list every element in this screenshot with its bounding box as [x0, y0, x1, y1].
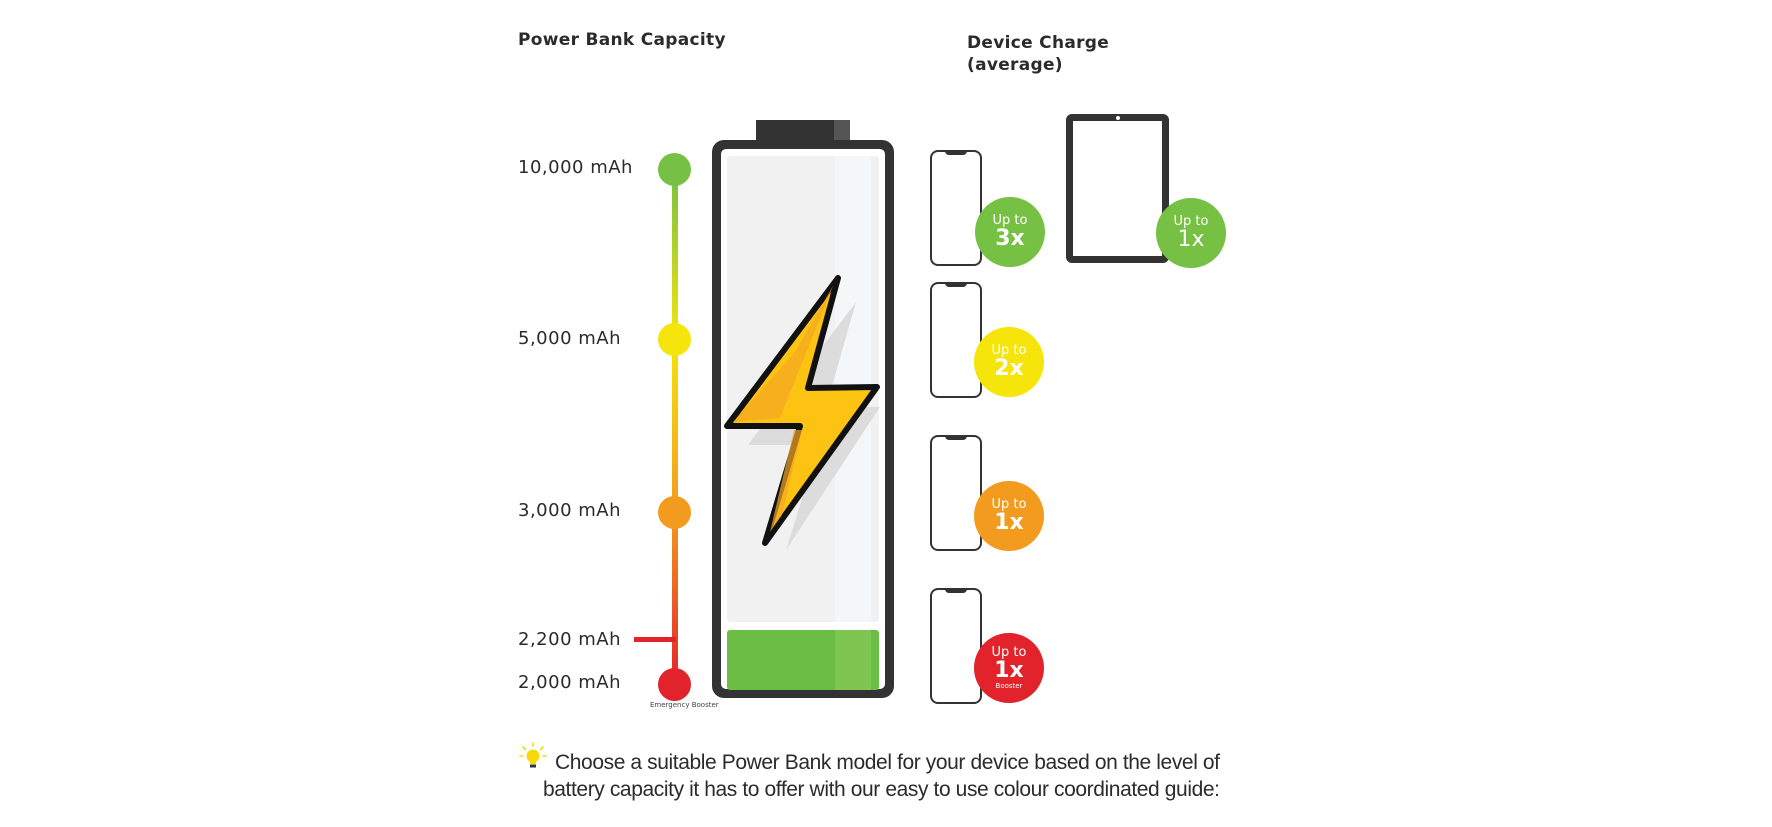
device-charge-heading: Device Charge (average)	[967, 32, 1109, 76]
badge-multiplier: 1x	[994, 657, 1024, 683]
note-line-1: Choose a suitable Power Bank model for y…	[555, 751, 1220, 774]
phone-icon	[930, 282, 982, 398]
badge-multiplier: 1x	[1177, 227, 1205, 252]
phone-icon	[930, 150, 982, 266]
lightning-bolt-icon	[724, 275, 880, 550]
capacity-label-2000: 2,000 mAh	[518, 672, 622, 693]
emergency-booster-label: Emergency Booster	[650, 701, 719, 709]
battery-charge-fill	[727, 630, 879, 690]
badge-multiplier: 2x	[994, 356, 1024, 381]
badge-booster-text: Booster	[995, 681, 1023, 690]
device-charge-heading-line2: (average)	[967, 55, 1063, 75]
badge-multiplier: 1x	[994, 510, 1024, 535]
capacity-label-5000: 5,000 mAh	[518, 328, 622, 349]
lightbulb-icon	[519, 742, 547, 768]
capacity-dot-5000	[658, 323, 691, 356]
device-charge-heading-line1: Device Charge	[967, 33, 1110, 53]
badge-upto-text: Up to	[1173, 214, 1209, 229]
capacity-dot-3000	[658, 496, 691, 529]
tablet-icon	[1066, 114, 1169, 263]
charge-badge-2x: Up to 2x	[974, 327, 1044, 397]
phone-icon	[930, 588, 982, 704]
capacity-label-3000: 3,000 mAh	[518, 500, 622, 521]
charge-badge-tablet-1x: Up to 1x	[1156, 198, 1226, 268]
charge-badge-1x-booster: Up to 1x Booster	[974, 633, 1044, 703]
charge-badge-3x: Up to 3x	[975, 197, 1045, 267]
badge-multiplier: 3x	[995, 226, 1025, 251]
phone-icon	[930, 435, 982, 551]
capacity-dot-10000	[658, 153, 691, 186]
capacity-scale-line	[672, 170, 678, 685]
note-line-2: battery capacity it has to offer with ou…	[543, 778, 1220, 801]
charge-badge-1x-orange: Up to 1x	[974, 481, 1044, 551]
capacity-dot-2000	[658, 668, 691, 701]
capacity-tick-2200	[634, 637, 676, 642]
capacity-label-10000: 10,000 mAh	[518, 157, 633, 178]
badge-upto-text: Up to	[991, 497, 1027, 512]
badge-upto-text: Up to	[992, 213, 1028, 228]
capacity-label-2200: 2,200 mAh	[518, 629, 622, 650]
capacity-heading: Power Bank Capacity	[518, 30, 726, 50]
badge-upto-text: Up to	[991, 644, 1027, 660]
badge-upto-text: Up to	[991, 343, 1027, 358]
